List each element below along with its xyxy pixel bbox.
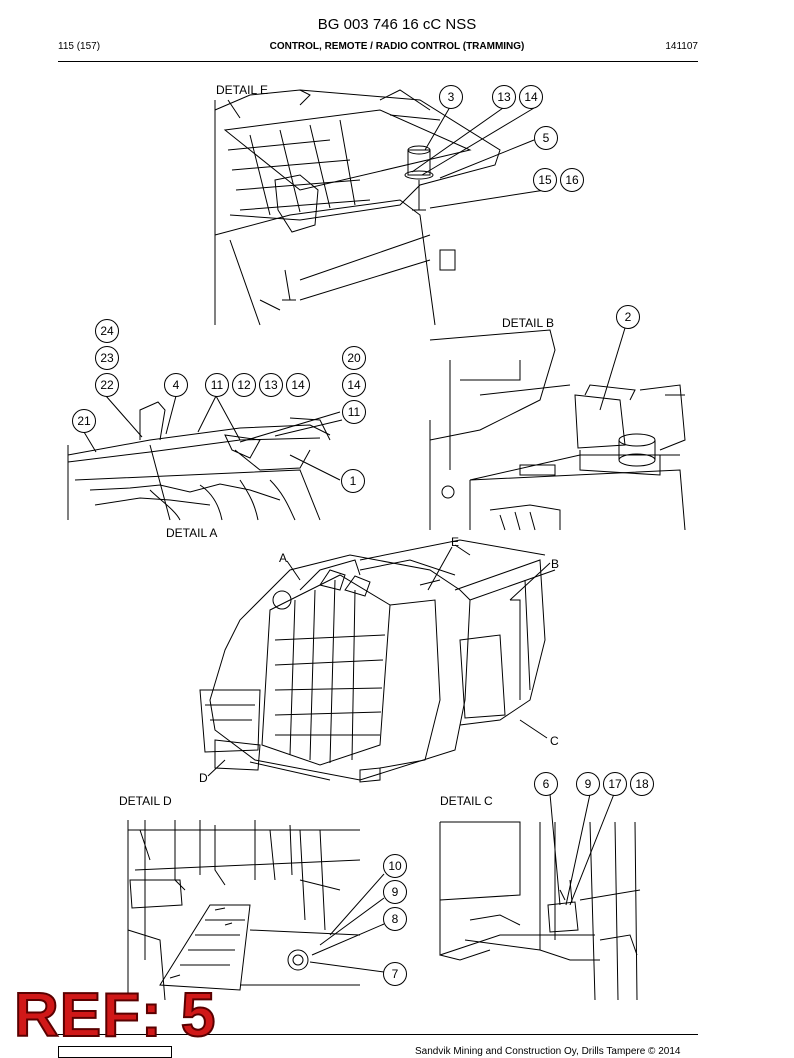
detail-e-drawing [214,89,501,326]
detail-c-drawing [439,821,641,1001]
detail-b-drawing [429,329,686,531]
header-rule [58,61,698,62]
callout-bubble: 14 [519,85,543,109]
callout-bubble: 24 [95,319,119,343]
document-title: BG 003 746 16 cC NSS [317,16,477,33]
callout-bubble: 11 [342,400,366,424]
view-letter-c: C [550,734,559,748]
detail-c-label: DETAIL C [440,794,493,808]
view-letter-b: B [551,557,560,571]
callout-bubble: 12 [232,373,256,397]
callout-bubble: 9 [576,772,600,796]
callout-bubble: 7 [383,962,407,986]
callout-bubble: 8 [383,907,407,931]
reference-stamp: REF: 5 [13,981,217,1050]
callout-bubble: 3 [439,85,463,109]
callout-bubble: 23 [95,346,119,370]
footer-copyright: Sandvik Mining and Construction Oy, Dril… [415,1046,681,1057]
detail-d-label: DETAIL D [119,794,172,808]
callout-bubble: 21 [72,409,96,433]
callout-bubble: 18 [630,772,654,796]
page-number: 115 (157) [58,41,101,52]
callout-bubble: 13 [259,373,283,397]
callout-bubble: 1 [341,469,365,493]
detail-a-drawing [67,401,331,521]
detail-b-label: DETAIL B [502,316,555,330]
callout-bubble: 14 [342,373,366,397]
callout-bubble: 6 [534,772,558,796]
detail-d-drawing [127,820,361,1001]
callout-bubble: 22 [95,373,119,397]
callout-bubble: 10 [383,854,407,878]
callout-bubble: 11 [205,373,229,397]
callout-bubble: 14 [286,373,310,397]
callout-bubble: 9 [383,880,407,904]
callout-bubble: 13 [492,85,516,109]
callout-bubble: 15 [533,168,557,192]
footer-rule [58,1034,698,1035]
callout-bubble: 16 [560,168,584,192]
callout-bubble: 17 [603,772,627,796]
callout-bubble: 4 [164,373,188,397]
detail-e-label: DETAIL E [216,83,269,97]
main-view-drawing [199,539,556,783]
section-title: CONTROL, REMOTE / RADIO CONTROL (TRAMMIN… [269,41,525,52]
callout-bubble: 2 [616,305,640,329]
view-letter-a: A [279,551,288,565]
callout-bubble: 20 [342,346,366,370]
view-letter-d: D [199,771,208,785]
callout-bubble: 5 [534,126,558,150]
view-letter-e: E [451,535,460,549]
document-date: 141107 [665,41,698,52]
detail-a-label: DETAIL A [166,526,218,540]
